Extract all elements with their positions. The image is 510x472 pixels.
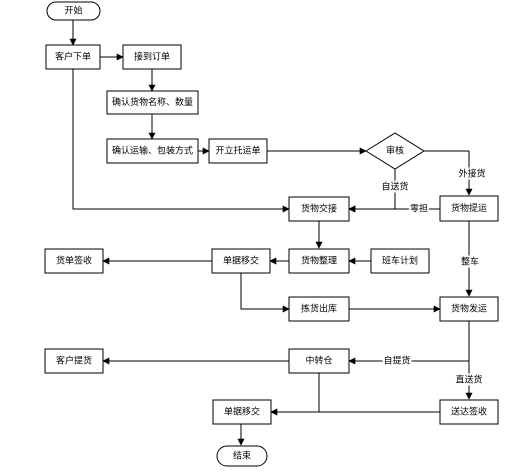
node-end: 结束: [216, 445, 268, 467]
node-issue-waybill: 开立托运单: [208, 138, 268, 164]
node-review: 审核: [365, 132, 425, 170]
node-goods-pickup-label: 货物提运: [451, 202, 487, 214]
edge-review-to-pickup: [424, 150, 473, 196]
node-issue-waybill-label: 开立托运单: [215, 145, 260, 157]
node-transfer-wh-label: 中转仓: [305, 355, 332, 367]
node-start-label: 开始: [64, 5, 82, 17]
label-direct-delivery: 直送货: [455, 374, 482, 386]
node-transfer-wh: 中转仓: [288, 348, 350, 374]
node-confirm-transport: 确认运输、包装方式: [106, 138, 199, 164]
node-pick-out: 拣货出库: [288, 296, 350, 322]
node-goods-handover: 货物交接: [288, 196, 350, 222]
label-outside-pickup: 外接货: [458, 168, 485, 180]
edge-label-backing: [408, 202, 430, 215]
node-goods-pickup: 货物提运: [439, 195, 499, 222]
node-goods-dispatch: 货物发运: [439, 296, 499, 322]
node-goods-handover-label: 货物交接: [301, 203, 337, 215]
node-start: 开始: [46, 1, 101, 21]
node-customer-pickup: 客户提货: [44, 348, 104, 374]
node-deliver-sign: 送达签收: [439, 399, 499, 425]
node-shift-plan: 班车计划: [370, 248, 430, 274]
node-customer-order-label: 客户下单: [55, 51, 91, 63]
label-full-load: 整车: [461, 256, 479, 268]
node-review-label: 审核: [386, 145, 404, 157]
node-confirm-goods: 确认货物名称、数量: [106, 90, 199, 115]
node-shift-plan-label: 班车计划: [382, 255, 418, 267]
label-self-delivery: 自送货: [381, 181, 408, 193]
edge-label-backing: [459, 255, 481, 268]
node-receipt-sign-label: 货单签收: [56, 255, 92, 267]
label-self-pickup: 自提货: [383, 355, 410, 367]
node-receipt-sign: 货单签收: [44, 248, 104, 274]
edge-label-backing: [454, 373, 484, 386]
node-goods-sort: 货物整理: [288, 248, 350, 274]
node-pick-out-label: 拣货出库: [301, 303, 337, 315]
node-goods-sort-label: 货物整理: [301, 255, 337, 267]
node-customer-pickup-label: 客户提货: [56, 355, 92, 367]
edge-label-backing: [457, 167, 487, 180]
node-confirm-goods-label: 确认货物名称、数量: [112, 96, 193, 108]
node-receive-order: 接到订单: [122, 44, 182, 70]
node-confirm-transport-label: 确认运输、包装方式: [112, 145, 193, 157]
edge-label-backing: [380, 180, 410, 193]
connectors: [69, 20, 473, 446]
node-doc-transfer-1: 单据移交: [211, 248, 271, 274]
node-doc-transfer-2: 单据移交: [212, 399, 272, 425]
edge-label-backing: [382, 354, 412, 367]
node-goods-dispatch-label: 货物发运: [451, 303, 487, 315]
edge-transfer-to-pick: [240, 273, 290, 313]
node-end-label: 结束: [233, 450, 251, 462]
node-doc-transfer-1-label: 单据移交: [223, 255, 259, 267]
node-receive-order-label: 接到订单: [134, 51, 170, 63]
node-doc-transfer-2-label: 单据移交: [224, 406, 260, 418]
node-customer-order: 客户下单: [45, 44, 101, 70]
node-deliver-sign-label: 送达签收: [451, 406, 487, 418]
edge-labels: 自送货 外接货 零担 整车 自提货 直送货: [380, 167, 487, 386]
edge-order-to-handover: [72, 69, 290, 213]
label-less-than-load: 零担: [410, 203, 428, 215]
